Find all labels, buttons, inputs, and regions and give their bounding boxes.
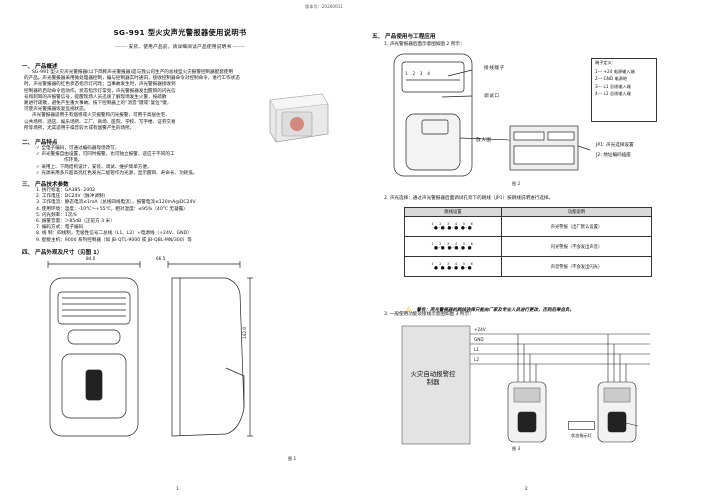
product-photo [262,90,334,146]
dimension-height: 142.0 [242,326,248,340]
item-1-text: 1. 声光警报器后面示意图如图 2 所示： [384,42,465,47]
section-1-body: SG-991 型火灾声光警报器(以下简称声光警报器)是与我公司生产的总线型火灾报… [24,70,240,131]
wire-l1-label: L1 [474,347,479,352]
section-2-list: ✓ 全电子编码，可通过编码器现场改写。 ✓ 声光警报自由设置，可同时报警，也可独… [36,146,336,177]
document-title: SG-991 型火灾声光警报器使用说明书 [113,28,247,37]
wire-24v-label: +24V [474,327,486,332]
controller-label: 火灾自动报警控制器 [410,370,456,386]
feature-item: ✓ 全电子编码，可通过编码器现场改写。 [36,146,120,151]
left-page: SG-991 型火灾声光警报器使用说明书 ------ 安装、使用产品前，请详细… [20,28,340,50]
jumper-dots: ● ● ●-● ●-● [433,266,473,271]
item-2-text: 2. 声光选择：通过声光警报器后面调试孔旁下的跳线（JP1）按跳线说明进行选择。 [384,196,554,201]
table-row: 1 2 3 4 5 6● ● ●-● ●-● 声音警报（不会发出闪光） [404,256,652,277]
section-2-title: 二、 产品特点 [22,140,58,146]
feature-item: ✓ 声光警报自由设置，可同时报警，也可独立报警，适应于不同的工 [36,152,175,158]
jumper-table: 跳线设置 功能说明 1 2 3 4 5 6●-● ●-● ●-● 声光警报（出厂… [404,207,652,277]
figure-3-caption: 图 3 [512,446,521,451]
item-3-text: 3. 一般使用功能及接线示意图如图 3 所示： [384,312,474,317]
check-icon: ✓ [36,170,42,176]
jumper-table-header-setting: 跳线设置 [404,207,502,217]
feature-item: ✓ 采用上、下两结构设计，安装、调试、维护简单方便。 [36,164,152,170]
check-icon: ✓ [36,146,42,151]
dimension-width: 84.0 [85,256,97,262]
wire-gnd-label: GND [474,337,484,342]
section-5-title: 五、 产品使用与工程应用 [372,34,436,40]
document-subtitle: ------ 安装、使用产品前，请详细阅读产品使用说明书 ------ [115,45,245,50]
figure-3-wiring [400,322,660,447]
version-number: 版本号：20200011 [305,4,344,9]
section-1-title: 一、 产品概述 [22,64,58,70]
section-4-title: 四、 产品外观及尺寸（见图 1） [22,250,103,256]
wire-l2-label: L2 [474,357,479,362]
jp1-label: JP1: 声光选择设置 [596,143,634,148]
check-icon: ✓ [36,152,42,158]
table-row: 1 2 3 4 5 6●-● ●-● ● ● 闪光警报（不会发出声音） [404,236,652,257]
figure-1-caption: 图 1 [288,456,297,461]
jumper-dots: ●-● ●-● ● ● [433,246,473,251]
jumper-dots: ●-● ●-● ●-● [433,226,473,231]
page-number-left: 1 [176,486,179,491]
warning-icon: ⚠ [406,306,412,313]
terminal-pins: 1 2 3 4 [405,71,432,76]
debug-port-label: 调试口 [484,94,500,99]
page-number-right: 2 [525,486,528,491]
feature-item: ✓ 光源采用多只超高亮红色发光二极管作为光源，显示醒目、寿命长、功耗低。 [36,170,198,176]
status-light-label-box: 状态指示灯 [568,421,595,438]
warning-line: ⚠ 警告：声光警报器的跳线选择只能由厂家及专业人员进行更改，否则后果自负。 [406,306,574,313]
table-row: 1 2 3 4 5 6●-● ●-● ●-● 声光警报（出厂默认设置） [404,216,652,237]
status-light-label: 状态指示灯 [571,433,592,438]
jumper-table-header-function: 功能说明 [501,207,652,217]
j2-label: J2: 地址编码插座 [596,153,631,158]
section-3-title: 三、 产品技术参数 [22,182,69,188]
terminal-legend-box: 端子定义： 1--- +24 电源输入端 2--- GND 电源地 3--- L… [591,58,657,122]
check-icon: ✓ [36,164,42,170]
enlarged-view-label: 放大图 [476,138,492,143]
figure-2-drawing [390,50,640,180]
dimension-depth: 66.5 [155,256,167,262]
terminal-label: 接线端子 [484,66,505,71]
figure-1-drawing [40,258,310,448]
section-3-list: 1. 执行标准：GA385- 2002 2. 工作电压：DC24V（脉冲调制） … [36,188,196,243]
figure-2-caption: 图 2 [512,181,521,186]
